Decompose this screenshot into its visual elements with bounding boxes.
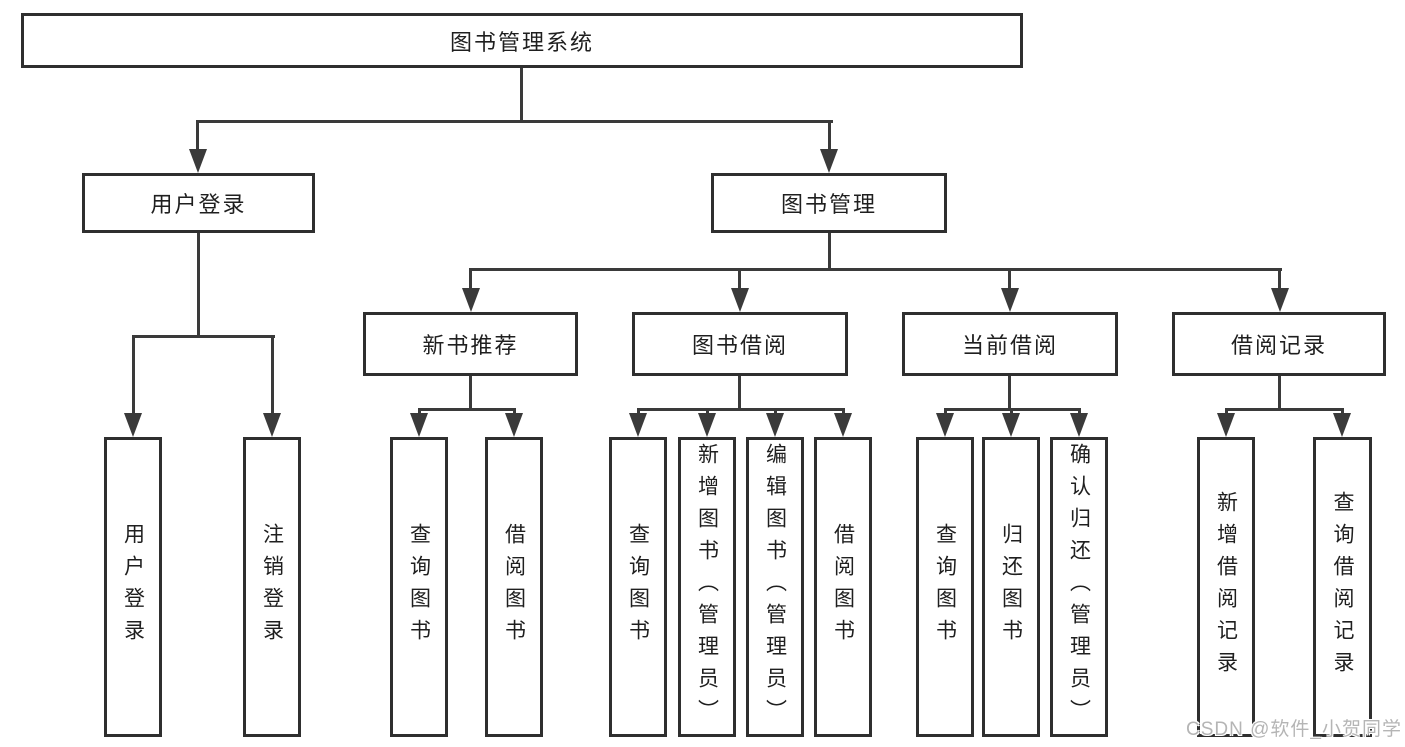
- leaf-confirm-return-admin: 确认归还（管理员）: [1050, 437, 1108, 737]
- arrowhead-down-icon: [124, 413, 142, 437]
- arrowhead-down-icon: [263, 413, 281, 437]
- edge-user-login-stem: [197, 233, 200, 337]
- arrowhead-down-icon: [189, 149, 207, 173]
- arrowhead-down-icon: [820, 149, 838, 173]
- edge-book-mgmt-stem: [828, 233, 831, 270]
- arrowhead-down-icon: [834, 413, 852, 437]
- arrowhead-down-icon: [1333, 413, 1351, 437]
- edge-drop-book-borrow: [738, 269, 741, 290]
- leaf-add-borrow-record-label: 新增借阅记录: [1214, 491, 1238, 683]
- edge-drop-new-books: [469, 269, 472, 290]
- edge-borrow-records-hline: [1225, 408, 1344, 411]
- leaf-query-books-3-label: 查询图书: [933, 523, 957, 651]
- arrowhead-down-icon: [1001, 288, 1019, 312]
- node-book-borrow: 图书借阅: [632, 312, 848, 376]
- leaf-user-login-label: 用户登录: [121, 523, 145, 651]
- leaf-confirm-return-admin-label: 确认归还（管理员）: [1067, 443, 1091, 731]
- node-book-management: 图书管理: [711, 173, 947, 233]
- edge-drop-current-borrow: [1008, 269, 1011, 290]
- node-borrow-records: 借阅记录: [1172, 312, 1386, 376]
- leaf-return-books-label: 归还图书: [999, 523, 1023, 651]
- leaf-logout: 注销登录: [243, 437, 301, 737]
- edge-drop-borrow-records: [1278, 269, 1281, 290]
- node-user-login-label: 用户登录: [150, 192, 247, 217]
- leaf-borrow-books-2-label: 借阅图书: [831, 523, 855, 651]
- arrowhead-down-icon: [731, 288, 749, 312]
- leaf-borrow-books-1: 借阅图书: [485, 437, 543, 737]
- csdn-watermark: CSDN @软件_小贺同学: [1186, 719, 1402, 740]
- edge-new-books-hline: [418, 408, 516, 411]
- arrowhead-down-icon: [462, 288, 480, 312]
- leaf-query-borrow-record-label: 查询借阅记录: [1331, 491, 1354, 683]
- arrowhead-down-icon: [629, 413, 647, 437]
- arrowhead-down-icon: [936, 413, 954, 437]
- edge-book-borrow-hline: [637, 408, 845, 411]
- node-current-borrow-label: 当前借阅: [961, 333, 1058, 358]
- node-current-borrow: 当前借阅: [902, 312, 1118, 376]
- leaf-add-books-admin-label: 新增图书（管理员）: [695, 443, 719, 731]
- edge-book-borrow-stem: [738, 376, 741, 409]
- arrowhead-down-icon: [1002, 413, 1020, 437]
- leaf-query-books-1: 查询图书: [390, 437, 448, 737]
- leaf-return-books: 归还图书: [982, 437, 1040, 737]
- leaf-borrow-books-1-label: 借阅图书: [502, 523, 526, 651]
- leaf-add-borrow-record: 新增借阅记录: [1197, 437, 1255, 737]
- leaf-user-login: 用户登录: [104, 437, 162, 737]
- edge-level3-hline: [469, 268, 1282, 271]
- edge-drop-book-mgmt: [828, 121, 831, 151]
- leaf-query-books-1-label: 查询图书: [407, 523, 431, 651]
- edge-drop-user-login: [196, 121, 199, 151]
- node-new-book-recommend-label: 新书推荐: [422, 333, 519, 358]
- arrowhead-down-icon: [1070, 413, 1088, 437]
- arrowhead-down-icon: [505, 413, 523, 437]
- edge-current-borrow-stem: [1008, 376, 1011, 409]
- node-book-borrow-label: 图书借阅: [691, 333, 788, 358]
- node-book-management-label: 图书管理: [780, 192, 877, 217]
- leaf-borrow-books-2: 借阅图书: [814, 437, 872, 737]
- edge-drop-leaf-login: [132, 336, 135, 414]
- edge-drop-leaf-logout: [271, 336, 274, 414]
- arrowhead-down-icon: [766, 413, 784, 437]
- leaf-edit-books-admin: 编辑图书（管理员）: [746, 437, 804, 737]
- edge-level2-hline: [196, 120, 833, 123]
- edge-root-stem: [520, 68, 523, 122]
- edge-borrow-records-stem: [1278, 376, 1281, 409]
- arrowhead-down-icon: [1271, 288, 1289, 312]
- edge-user-login-hline: [132, 335, 275, 338]
- node-new-book-recommend: 新书推荐: [363, 312, 578, 376]
- node-borrow-records-label: 借阅记录: [1230, 333, 1327, 358]
- arrowhead-down-icon: [410, 413, 428, 437]
- leaf-query-borrow-record: 查询借阅记录: [1313, 437, 1372, 737]
- leaf-add-books-admin: 新增图书（管理员）: [678, 437, 736, 737]
- arrowhead-down-icon: [1217, 413, 1235, 437]
- leaf-edit-books-admin-label: 编辑图书（管理员）: [763, 443, 787, 731]
- arrowhead-down-icon: [698, 413, 716, 437]
- edge-new-books-stem: [469, 376, 472, 409]
- leaf-query-books-2: 查询图书: [609, 437, 667, 737]
- leaf-query-books-3: 查询图书: [916, 437, 974, 737]
- leaf-logout-label: 注销登录: [260, 523, 284, 651]
- node-root-label: 图书管理系统: [449, 29, 594, 55]
- node-user-login: 用户登录: [82, 173, 315, 233]
- node-root: 图书管理系统: [21, 13, 1023, 68]
- leaf-query-books-2-label: 查询图书: [626, 523, 650, 651]
